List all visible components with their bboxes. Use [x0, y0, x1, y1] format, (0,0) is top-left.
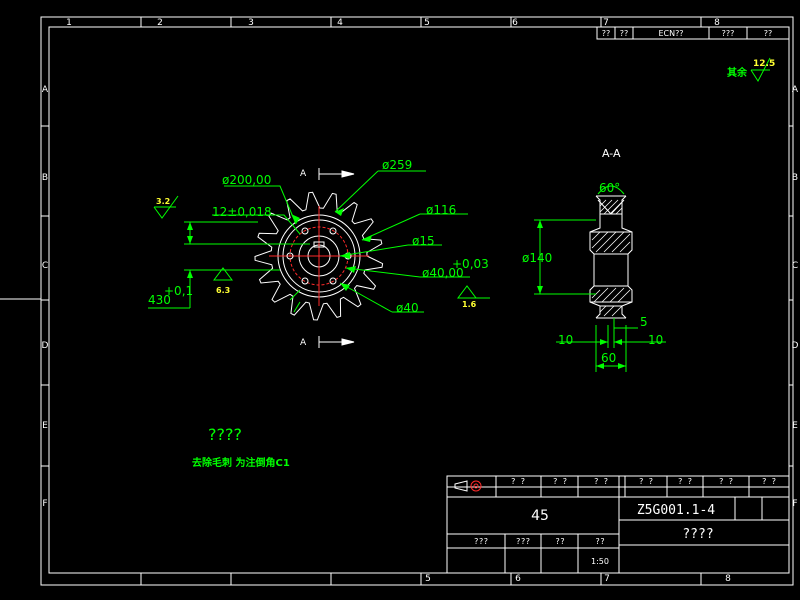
zone-row-b-right: B: [792, 173, 798, 183]
title-bottom-label-4: ??: [595, 537, 605, 546]
dim-d140: ø140: [522, 251, 552, 265]
zone-ticks-sides: [41, 125, 793, 467]
gear-dimension-texts: ø200,00 ø259 12±0,018 ø116 ø15 ø40,00 +0…: [148, 158, 489, 315]
gear-teeth-outline: [254, 191, 384, 321]
dim-d15: ø15: [412, 234, 435, 248]
dim-angle60: 60°: [599, 181, 620, 195]
zone-row-e-right: E: [792, 421, 798, 431]
roughness-value-1: 3.2: [156, 197, 170, 206]
title-header-1: ? ?: [511, 477, 526, 486]
zone-labels-rows: A B C D E F A B C D E F: [42, 85, 799, 509]
revision-block: ?? ?? ECN?? ??? ??: [596, 26, 790, 40]
dim-5: 5: [640, 315, 648, 329]
finish-note-label: 其余: [727, 66, 748, 79]
cut-label-top: A: [300, 169, 307, 179]
revision-cell-2: ??: [620, 29, 629, 38]
dim-d40a: ø40,00: [422, 266, 464, 280]
roughness-symbol-1: 3.2: [153, 195, 179, 219]
dim-d430: 430: [148, 293, 171, 307]
zone-col-8: 8: [714, 18, 720, 28]
title-header-2: ? ?: [553, 477, 568, 486]
title-bottom-label-2: ???: [516, 537, 531, 546]
finish-note-value: 12.5: [753, 59, 775, 69]
gear-dimension-arrows: [187, 208, 372, 291]
title-block: [446, 475, 790, 574]
dim-d40b: ø40: [396, 301, 419, 315]
zone-labels-bottom: 5 6 7 8: [425, 574, 731, 584]
roughness-symbol-2: 6.3: [213, 267, 233, 295]
title-header-3: ? ?: [594, 477, 609, 486]
roughness-symbol-3: 1.6: [457, 285, 490, 309]
outer-frame: [40, 16, 794, 586]
title-header-5: ? ?: [678, 477, 693, 486]
revision-cell-5: ??: [764, 29, 773, 38]
zone-row-a-right: A: [792, 85, 799, 95]
dim-d259: ø259: [382, 158, 412, 172]
dim-tol003: +0,03: [452, 257, 489, 271]
zone-col-3: 3: [248, 18, 254, 28]
zone-col-6: 6: [512, 18, 518, 28]
gear-front-view: [254, 191, 384, 321]
zone-col-5: 5: [424, 18, 430, 28]
zone-row-e: E: [42, 421, 48, 431]
zone-col-bottom-5: 5: [425, 574, 431, 584]
revision-cell-1: ??: [602, 29, 611, 38]
title-bottom-label-1: ???: [474, 537, 489, 546]
zone-row-c: C: [42, 261, 48, 271]
title-header-cells: ? ? ? ? ? ? ? ? ? ? ? ? ? ?: [511, 477, 777, 486]
section-hatching: [591, 199, 631, 317]
tech-notes-text: 去除毛刺 为注倒角C1: [192, 456, 290, 469]
dim-tol12: 12±0,018: [212, 205, 272, 219]
dim-10-right: 10: [648, 333, 663, 347]
zone-col-bottom-7: 7: [604, 574, 610, 584]
gear-dimension-leaders: [148, 170, 470, 313]
zone-ticks-top: [140, 17, 702, 585]
finish-note: 其余 12.5: [727, 57, 775, 82]
section-cut-marker-top: A: [300, 168, 355, 180]
dim-d116: ø116: [426, 203, 456, 217]
scale-label: 1:50: [591, 557, 609, 566]
zone-row-c-right: C: [792, 261, 798, 271]
zone-col-bottom-8: 8: [725, 574, 731, 584]
title-bottom-label-3: ??: [555, 537, 565, 546]
dim-10-left: 10: [558, 333, 573, 347]
dim-tol01: +0,1: [164, 284, 193, 298]
part-name: ????: [682, 527, 713, 542]
title-bottom-labels: ??? ??? ?? ??: [474, 537, 605, 546]
cut-label-bottom: A: [300, 338, 307, 348]
zone-col-7: 7: [603, 18, 609, 28]
zone-col-2: 2: [157, 18, 163, 28]
zone-col-bottom-6: 6: [515, 574, 521, 584]
roughness-value-2: 6.3: [216, 286, 230, 295]
title-header-6: ? ?: [719, 477, 734, 486]
zone-row-d-right: D: [792, 341, 799, 351]
drawing-number: Z5G001.1-4: [637, 503, 715, 518]
section-cut-marker-bottom: A: [300, 336, 355, 348]
projection-symbol: [454, 480, 482, 492]
zone-row-f: F: [42, 499, 47, 509]
revision-cell-3: ECN??: [658, 29, 683, 38]
zone-row-a: A: [42, 85, 49, 95]
revision-cell-4: ???: [722, 29, 735, 38]
title-header-4: ? ?: [639, 477, 654, 486]
tech-notes-title: ????: [208, 425, 242, 444]
roughness-value-3: 1.6: [462, 300, 477, 309]
material-label: 45: [531, 508, 549, 524]
section-dimension-arrows: [537, 220, 626, 369]
dim-60: 60: [601, 351, 616, 365]
zone-col-4: 4: [337, 18, 343, 28]
zone-row-f-right: F: [792, 499, 797, 509]
dim-d200: ø200,00: [222, 173, 271, 187]
zone-labels-top: 1 2 3 4 5 6 7 8: [66, 18, 720, 28]
title-header-7: ? ?: [762, 477, 777, 486]
zone-row-d: D: [42, 341, 49, 351]
zone-row-b: B: [42, 173, 48, 183]
zone-col-1: 1: [66, 18, 72, 28]
section-dimension-texts: 60° ø140 5 10 10 60: [522, 181, 663, 365]
section-title: A-A: [602, 147, 621, 160]
